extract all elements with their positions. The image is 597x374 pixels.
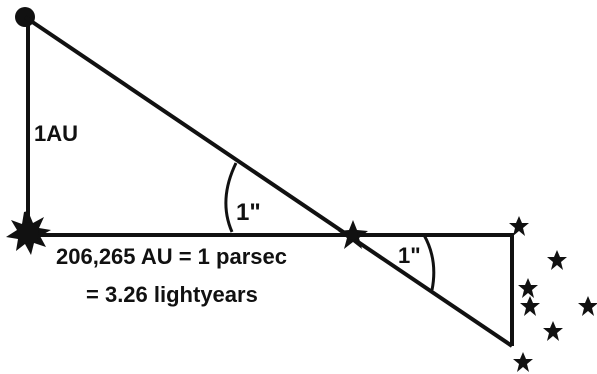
angle-label-near: 1": [236, 199, 261, 226]
star-icon: [513, 352, 533, 372]
angle-label-far: 1": [398, 243, 421, 268]
angle-arc-near: [224, 162, 238, 233]
background-stars: [509, 216, 597, 372]
distance-label-line1: 206,265 AU = 1 parsec: [56, 244, 287, 269]
star-icon: [338, 220, 368, 249]
sun-icon: [6, 211, 51, 255]
star-icon: [578, 296, 597, 316]
sight-line: [23, 15, 514, 348]
star-icon: [520, 296, 540, 316]
angle-arc-far: [422, 234, 436, 291]
star-icon: [543, 321, 563, 341]
star-icon: [547, 250, 567, 270]
star-icon: [518, 278, 538, 298]
distance-label-line2: = 3.26 lightyears: [86, 282, 258, 307]
baseline-label: 1AU: [34, 121, 78, 146]
star-icon: [509, 216, 529, 236]
